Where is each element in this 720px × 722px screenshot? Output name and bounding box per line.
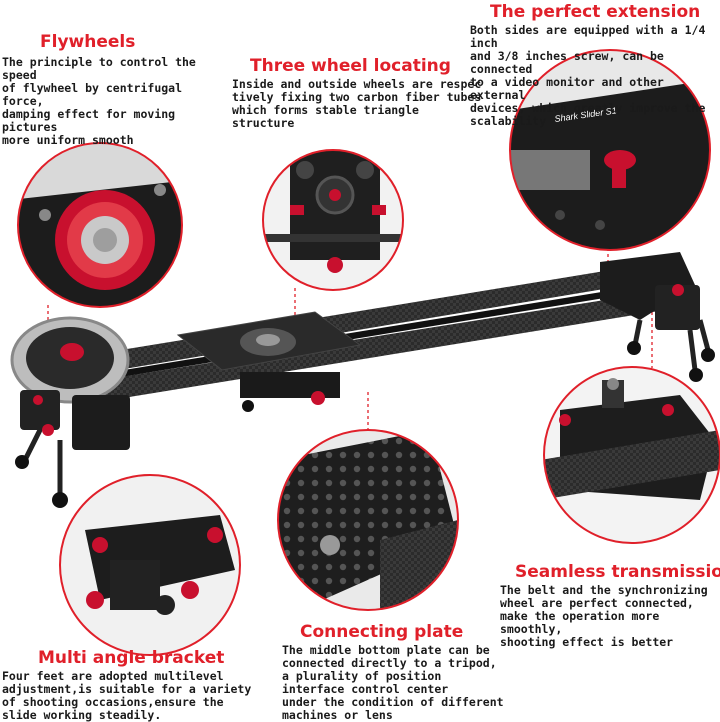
flywheels-line: damping effect for moving pictures: [2, 107, 176, 134]
bracket-line: adjustment,is suitable for a variety: [2, 682, 252, 696]
seamless-line: make the operation more smoothly,: [500, 609, 660, 636]
extension-description: Both sides are equipped with a 1/4 inch …: [470, 24, 720, 128]
seamless-line: wheel are perfect connected,: [500, 596, 694, 610]
flywheels-line: more uniform smooth: [2, 133, 134, 147]
bracket-line: of shooting occasions,ensure the: [2, 695, 224, 709]
detail-three-wheel: [262, 149, 404, 291]
detail-flywheel: [17, 142, 183, 308]
flywheels-line: of flywheel by centrifugal force,: [2, 81, 183, 108]
connecting-line: The middle bottom plate can be: [282, 643, 490, 657]
connecting-line: interface control center: [282, 682, 449, 696]
bracket-description: Four feet are adopted multilevel adjustm…: [2, 670, 252, 722]
three-wheel-line: Inside and outside wheels are respec: [232, 77, 482, 91]
extension-line: scalability: [470, 114, 547, 128]
detail-bracket: [59, 474, 241, 656]
extension-line: devices, which greatly improve the: [470, 101, 706, 115]
seamless-line: shooting effect is better: [500, 635, 674, 649]
connecting-line: connected directly to a tripod,: [282, 656, 497, 670]
seamless-description: The belt and the synchronizing wheel are…: [500, 584, 720, 649]
three-wheel-line: which forms stable triangle structure: [232, 103, 419, 130]
flywheels-title: Flywheels: [40, 32, 136, 52]
right-end-assembly: [600, 252, 715, 382]
extension-line: Both sides are equipped with a 1/4 inch: [470, 23, 706, 50]
three-wheel-description: Inside and outside wheels are respec tiv…: [232, 78, 487, 130]
extension-line: to a video monitor and other external: [470, 75, 664, 102]
connecting-line: a plurality of position: [282, 669, 442, 683]
detail-connecting-plate: [277, 429, 459, 611]
connecting-description: The middle bottom plate can be connected…: [282, 644, 512, 722]
detail-seamless: [543, 366, 720, 544]
extension-title: The perfect extension: [490, 2, 701, 22]
seamless-line: The belt and the synchronizing: [500, 583, 708, 597]
connecting-line: under the condition of different: [282, 695, 504, 709]
detail-extension: Shark Slider S1: [509, 49, 711, 251]
three-wheel-line: tively fixing two carbon fiber tubes: [232, 90, 482, 104]
flywheels-line: The principle to control the speed: [2, 55, 196, 82]
flywheels-description: The principle to control the speed of fl…: [2, 56, 227, 147]
three-wheel-title: Three wheel locating: [250, 56, 451, 76]
center-carriage: [176, 311, 362, 412]
seamless-title: Seamless transmission: [515, 562, 720, 582]
bracket-title: Multi angle bracket: [38, 648, 225, 668]
connecting-title: Connecting plate: [300, 622, 464, 642]
left-end-assembly: [10, 316, 130, 508]
bracket-line: Four feet are adopted multilevel: [2, 669, 224, 683]
extension-line: and 3/8 inches screw, can be connected: [470, 49, 664, 76]
